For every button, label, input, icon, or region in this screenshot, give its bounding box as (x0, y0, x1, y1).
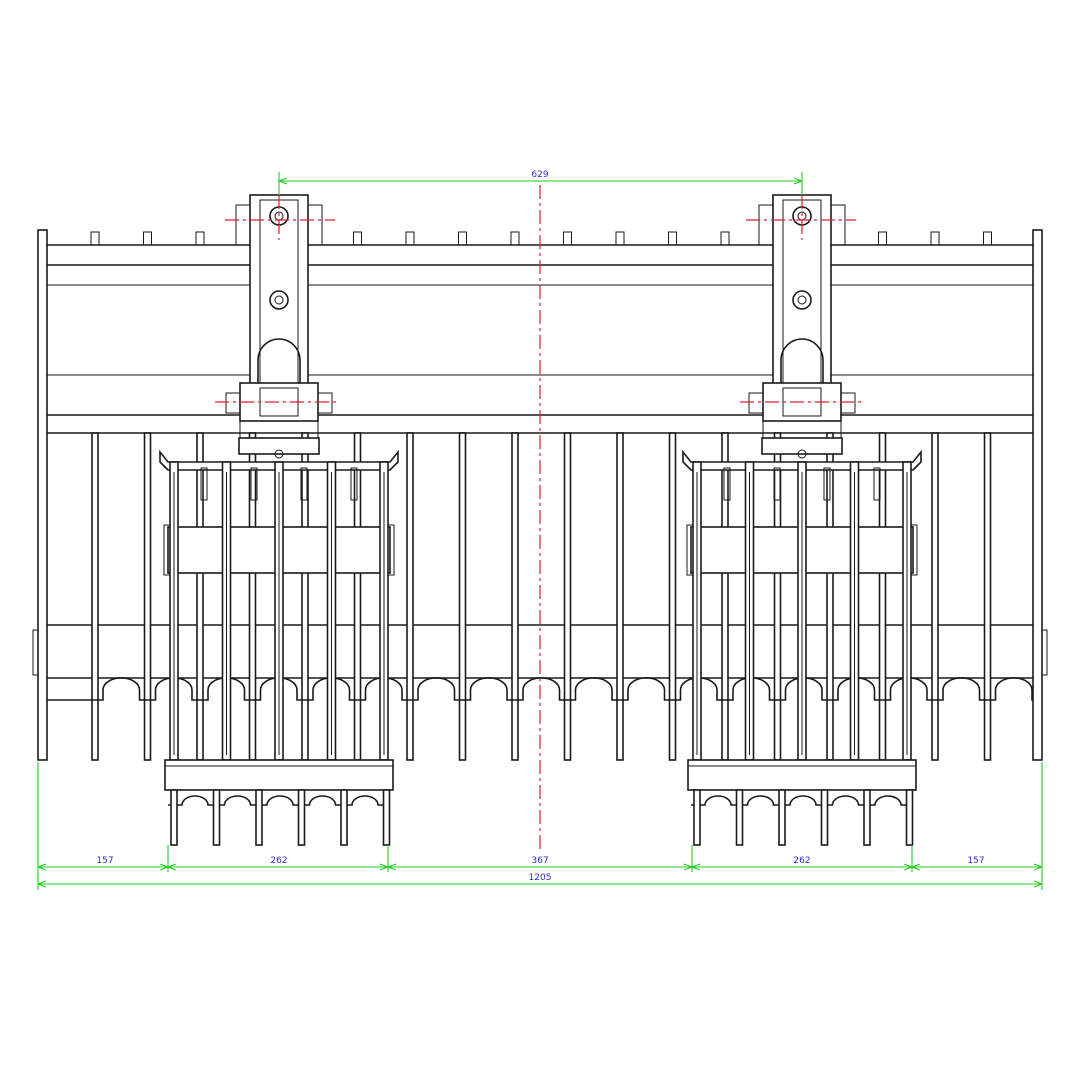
dim-center-gap: 367 (531, 856, 548, 866)
bucket-scalloped-edge (47, 677, 1033, 701)
right-grapple-arm (682, 437, 922, 846)
dim-left-grapple-width: 262 (270, 856, 287, 866)
dimension-lines (37, 172, 1043, 890)
left-grapple-arm (159, 437, 399, 846)
dim-right-grapple-width: 262 (793, 856, 810, 866)
center-lines (215, 185, 865, 850)
dim-overall-width: 1205 (529, 873, 552, 883)
dim-right-margin: 157 (967, 856, 984, 866)
dim-left-margin: 157 (96, 856, 113, 866)
bucket-top-lugs (90, 231, 992, 246)
dim-hitch-spacing: 629 (531, 170, 548, 180)
